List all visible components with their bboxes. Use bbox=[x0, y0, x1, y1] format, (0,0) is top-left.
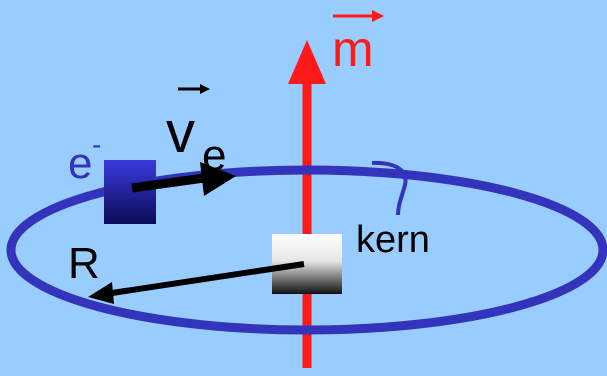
moment-label: m bbox=[332, 21, 374, 77]
electron-particle bbox=[104, 160, 156, 224]
magnetic-moment-arrow-head bbox=[288, 40, 326, 84]
velocity-vector-arrowhead bbox=[200, 84, 210, 94]
radius-label: R bbox=[68, 239, 100, 288]
moment-vector-arrowhead bbox=[372, 10, 384, 22]
velocity-label: v bbox=[166, 100, 195, 165]
nucleus-label: kern bbox=[356, 219, 430, 261]
velocity-subscript: e bbox=[202, 131, 226, 180]
electron-charge-superscript: - bbox=[92, 129, 101, 160]
electron-label: e bbox=[68, 139, 92, 188]
nucleus bbox=[272, 234, 342, 294]
